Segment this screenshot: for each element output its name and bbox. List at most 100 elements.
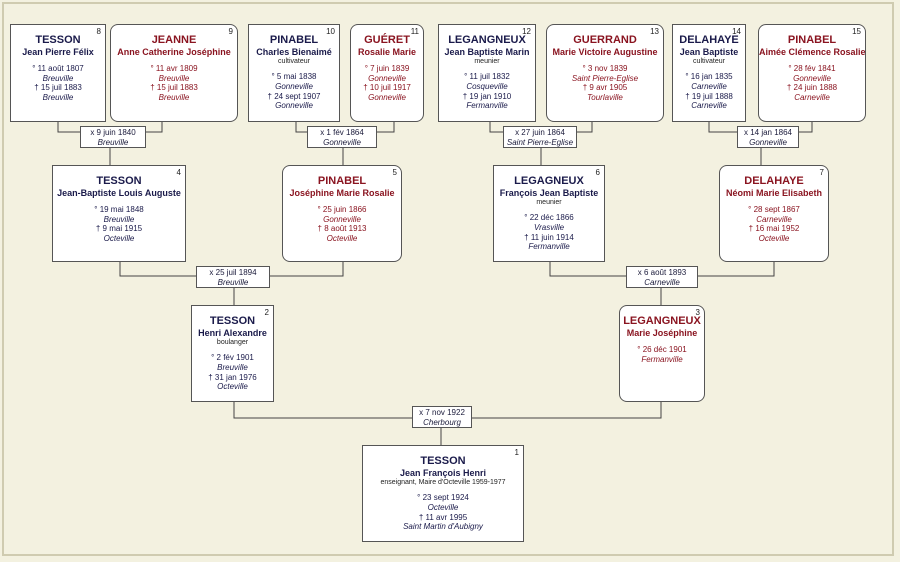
birth-date: ° 2 fév 1901 <box>211 353 254 363</box>
occupation: meunier <box>536 198 562 206</box>
sosa-number: 8 <box>96 27 101 36</box>
death-place: Octeville <box>103 233 135 243</box>
surname: PINABEL <box>317 175 367 187</box>
surname: DELAHAYE <box>679 34 739 46</box>
death-date: † 15 juil 1883 <box>34 83 82 93</box>
surname: PINABEL <box>787 34 837 46</box>
sosa-number: 12 <box>522 27 531 36</box>
birth-place: Breuville <box>42 73 74 83</box>
birth-place: Breuville <box>158 73 190 83</box>
birth-date: ° 11 juil 1832 <box>464 72 510 82</box>
sosa-number: 4 <box>176 168 181 177</box>
marriage-place: Carneville <box>644 278 680 287</box>
birth-date: ° 7 juin 1839 <box>364 63 410 73</box>
surname: TESSON <box>35 34 81 46</box>
death-place: Gonneville <box>368 92 406 102</box>
surname: JEANNE <box>151 34 197 46</box>
given-names: Henri Alexandre <box>198 328 267 339</box>
sosa-number: 11 <box>410 27 419 36</box>
birth-place: Octeville <box>427 502 459 512</box>
occupation: cultivateur <box>278 57 310 65</box>
birth-date: ° 11 avr 1809 <box>150 63 198 73</box>
marriage-date: x 27 juin 1864 <box>515 128 565 137</box>
marriage-date: x 25 juil 1894 <box>209 268 257 277</box>
death-place: Gonneville <box>275 101 313 111</box>
birth-place: Fermanville <box>641 354 683 364</box>
occupation: boulanger <box>216 338 249 346</box>
death-date: † 24 sept 1907 <box>267 91 321 101</box>
given-names: Jean Pierre Félix <box>22 47 94 58</box>
death-place: Carneville <box>794 92 830 102</box>
sosa-number: 5 <box>392 168 397 177</box>
birth-place: Vrasville <box>533 222 565 232</box>
sosa-number: 7 <box>819 168 824 177</box>
birth-date: ° 25 juin 1866 <box>317 204 367 214</box>
death-place: Fermanville <box>528 242 570 252</box>
given-names: Jean Baptiste Marin <box>444 47 530 58</box>
death-place: Octeville <box>326 233 358 243</box>
birth-date: ° 16 jan 1835 <box>685 72 733 82</box>
death-date: † 19 juil 1888 <box>685 91 733 101</box>
birth-place: Carneville <box>756 214 792 224</box>
given-names: Jean François Henri <box>399 468 487 479</box>
surname: PINABEL <box>269 34 319 46</box>
marriage-place: Gonneville <box>323 138 361 147</box>
sosa-number: 2 <box>264 308 269 317</box>
birth-place: Gonneville <box>275 81 313 91</box>
sosa-number: 14 <box>732 27 741 36</box>
birth-place: Gonneville <box>368 73 406 83</box>
birth-date: ° 26 déc 1901 <box>637 344 687 354</box>
given-names: Jean-Baptiste Louis Auguste <box>57 188 181 199</box>
given-names: Jean Baptiste <box>679 47 739 58</box>
marriage-date: x 9 juin 1840 <box>90 128 136 137</box>
sosa-number: 6 <box>595 168 600 177</box>
sosa-number: 10 <box>326 27 335 36</box>
birth-date: ° 28 sept 1867 <box>748 204 800 214</box>
death-date: † 15 juil 1883 <box>150 83 198 93</box>
birth-place: Gonneville <box>793 73 831 83</box>
given-names: François Jean Baptiste <box>499 188 599 199</box>
death-date: † 24 juin 1888 <box>786 83 838 93</box>
death-date: † 11 avr 1995 <box>418 512 468 522</box>
birth-date: ° 23 sept 1924 <box>417 493 469 503</box>
occupation: cultivateur <box>693 57 725 65</box>
birth-date: ° 22 déc 1866 <box>524 213 574 223</box>
surname: LEGANGNEUX <box>623 315 701 327</box>
birth-place: Breuville <box>103 214 135 224</box>
sosa-number: 13 <box>650 27 659 36</box>
death-place: Fermanville <box>466 101 508 111</box>
marriage-place: Breuville <box>97 138 129 147</box>
birth-date: ° 19 mai 1848 <box>94 204 144 214</box>
given-names: Marie Joséphine <box>626 328 698 339</box>
death-date: † 9 mai 1915 <box>95 224 143 234</box>
birth-place: Cosqueville <box>466 81 508 91</box>
surname: TESSON <box>209 315 256 327</box>
birth-date: ° 28 fév 1841 <box>788 63 836 73</box>
chart-frame <box>2 2 894 556</box>
birth-place: Saint Pierre-Eglise <box>571 73 639 83</box>
birth-place: Gonneville <box>323 214 361 224</box>
given-names: Rosalie Marie <box>357 47 417 58</box>
